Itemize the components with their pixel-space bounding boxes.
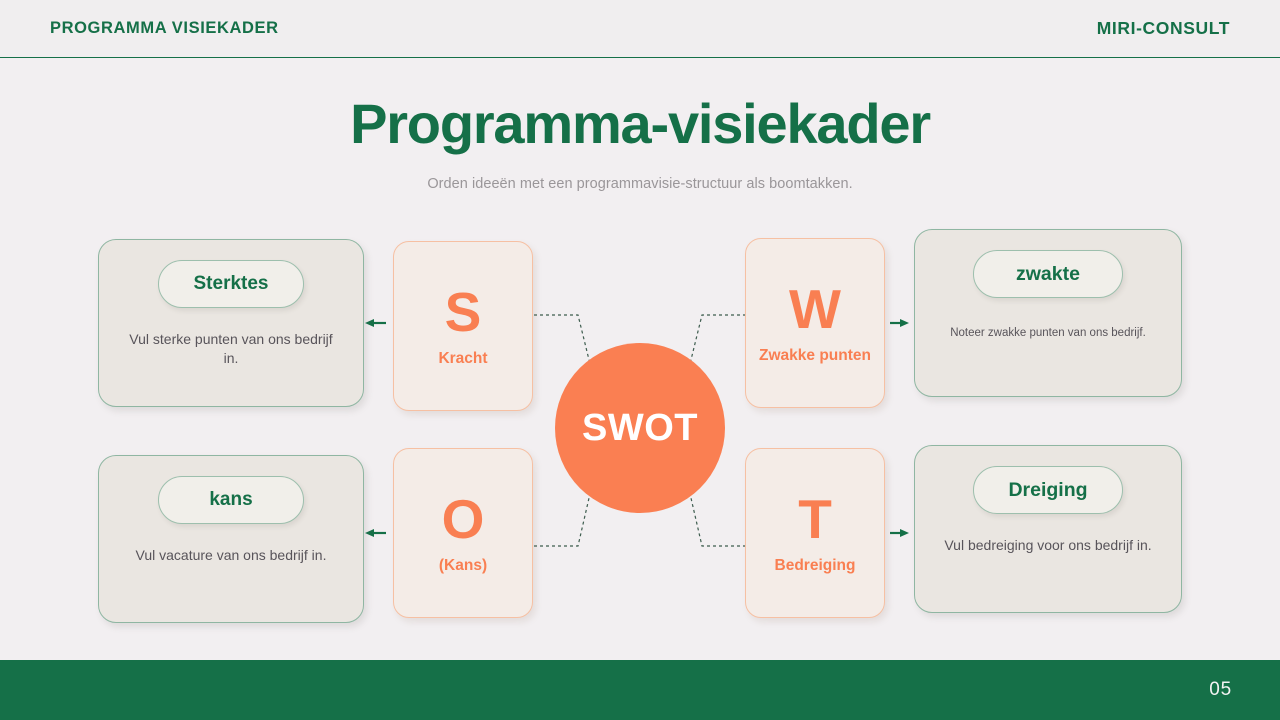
letter-label-s: Kracht: [438, 349, 488, 367]
letter-card-t[interactable]: T Bedreiging: [745, 448, 885, 618]
description-opportunities: Vul vacature van ons bedrijf in.: [135, 547, 327, 563]
arrow-left-bottom: [365, 529, 386, 537]
letter-card-s[interactable]: S Kracht: [393, 241, 533, 411]
outer-card-threats[interactable]: Dreiging Vul bedreiging voor ons bedrijf…: [914, 445, 1182, 613]
outer-card-weaknesses[interactable]: zwakte Noteer zwakke punten van ons bedr…: [914, 229, 1182, 397]
letter-glyph-s: S: [444, 280, 482, 343]
letter-card-w[interactable]: W Zwakke punten: [745, 238, 885, 408]
letter-card-o[interactable]: O (Kans): [393, 448, 533, 618]
pill-weaknesses-label: zwakte: [1016, 262, 1080, 285]
pill-weaknesses[interactable]: zwakte: [973, 250, 1123, 298]
outer-card-opportunities[interactable]: kans Vul vacature van ons bedrijf in.: [98, 455, 364, 623]
pill-opportunities[interactable]: kans: [158, 476, 304, 524]
letter-glyph-o: O: [441, 487, 485, 550]
letter-label-o: (Kans): [438, 556, 488, 574]
page-subtitle: Orden ideeën met een programmavisie-stru…: [427, 176, 853, 192]
letter-label-w: Zwakke punten: [759, 346, 871, 364]
top-bar: PROGRAMMA VISIEKADER MIRI-CONSULT: [0, 0, 1280, 58]
description-strengths: Vul sterke punten van ons bedrijf in.: [129, 331, 333, 367]
letter-label-t: Bedreiging: [774, 556, 856, 574]
page-title: Programma-visiekader: [350, 92, 931, 155]
pill-strengths-label: Sterktes: [193, 273, 269, 294]
company-label: MIRI-CONSULT: [1096, 18, 1230, 38]
swot-center-circle[interactable]: SWOT: [555, 343, 725, 513]
pill-threats-label: Dreiging: [1008, 478, 1088, 501]
arrow-right-bottom: [890, 529, 909, 537]
arrow-right-top: [890, 319, 909, 327]
brand-section-label: PROGRAMMA VISIEKADER: [50, 19, 279, 37]
page-number: 05: [1209, 679, 1232, 700]
letter-glyph-w: W: [789, 277, 841, 340]
footer-bar: 05: [0, 660, 1280, 720]
outer-card-strengths[interactable]: Sterktes Vul sterke punten van ons bedri…: [98, 239, 364, 407]
letter-glyph-t: T: [798, 487, 832, 550]
arrow-left-top: [365, 319, 386, 327]
swot-center-label: SWOT: [582, 406, 698, 449]
pill-opportunities-label: kans: [209, 489, 253, 510]
pill-strengths[interactable]: Sterktes: [158, 260, 304, 308]
description-weaknesses: Noteer zwakke punten van ons bedrijf.: [950, 327, 1146, 339]
description-threats: Vul bedreiging voor ons bedrijf in.: [944, 537, 1152, 553]
pill-threats[interactable]: Dreiging: [973, 466, 1123, 514]
